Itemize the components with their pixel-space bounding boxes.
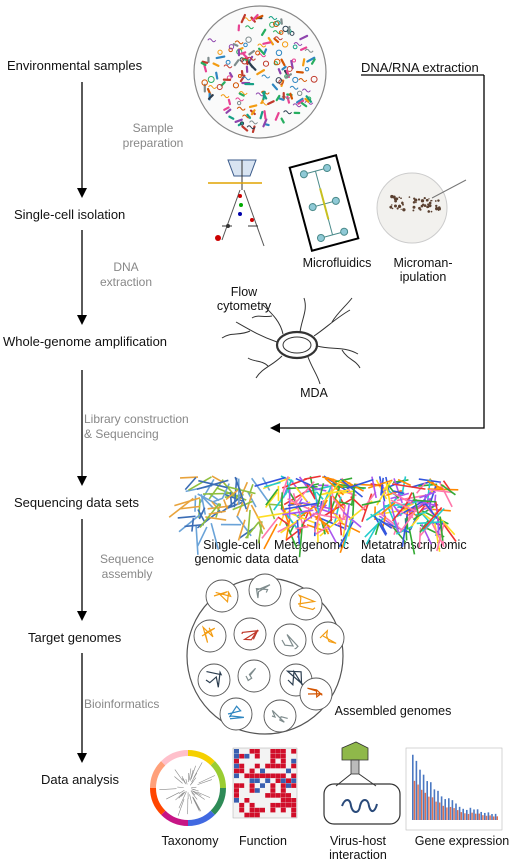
taxonomy-ring [150,750,226,826]
cell-dots [389,194,441,213]
label-line: data [274,552,299,566]
microbe-cluster [200,13,318,134]
stage-single-cell-isolation: Single-cell isolation [14,207,126,222]
label-gene-expression: Gene expression [410,834,514,848]
genome-cells [193,573,345,733]
function-heatmap [232,747,298,819]
step-line: preparation [122,136,184,150]
stage-whole-genome-amplification: Whole-genome amplification [3,334,168,349]
assembled-genomes-circle [186,573,345,735]
label-flow-cytometry: Flow cytometry [204,285,284,313]
step-line: DNA [113,260,139,274]
label-line: ipulation [399,270,447,284]
stage-sequencing-data-sets: Sequencing data sets [14,495,140,510]
step-sample-preparation: Sample preparation [108,121,198,151]
label-line: Virus-host [329,834,387,848]
label-metagenomic: Metagenomic data [268,538,366,566]
label-line: Microfluidics [302,256,372,270]
mda-illustration [221,297,361,385]
label-line: Metatranscriptomic [361,538,467,552]
label-line: Taxonomy [161,834,219,848]
step-library-construction: Library construction & Sequencing [84,412,210,442]
label-taxonomy: Taxonomy [150,834,230,848]
dna-rna-extraction-label: DNA/RNA extraction [361,60,479,75]
step-line: assembly [101,567,153,581]
step-line: & Sequencing [84,427,159,441]
label-line: cytometry [216,299,272,313]
label-line: data [361,552,386,566]
label-line: Metagenomic [274,538,350,552]
step-sequence-assembly: Sequence assembly [92,552,162,582]
label-metatranscriptomic: Metatranscriptomic data [361,538,481,566]
gene-expression-chart [405,747,503,831]
label-micromanipulation: Microman- ipulation [383,256,463,284]
step-dna-extraction: DNA extraction [96,260,156,290]
label-mda: MDA [300,386,328,400]
microfluidics-chip [288,154,360,252]
step-line: Sample [132,121,174,135]
label-assembled-genomes: Assembled genomes [334,704,452,718]
label-function: Function [228,834,298,848]
label-line: interaction [329,848,387,862]
metagenomic-network [254,475,384,558]
bypass-arrow [270,74,485,433]
virus-host-illustration [323,741,401,825]
step-line: Library construction [84,412,189,426]
metatranscriptomic-network [346,476,459,555]
step-line: extraction [99,275,153,289]
stage-environmental-samples: Environmental samples [7,58,143,73]
label-line: Gene expression [414,834,510,848]
step-line: Sequence [99,552,155,566]
label-microfluidics: Microfluidics [292,256,382,270]
step-bioinformatics: Bioinformatics [84,697,194,712]
label-line: Flow [230,285,258,299]
single-cell-network [168,475,282,555]
label-line: Function [239,834,287,848]
flow-cytometry-illustration [208,159,265,247]
environmental-sample-dish [193,5,327,139]
micromanipulation-dish [376,172,467,244]
step-line: Bioinformatics [84,697,160,711]
stage-target-genomes: Target genomes [28,630,122,645]
label-line: genomic data [194,552,270,566]
label-virus-host: Virus-host interaction [318,834,398,862]
label-line: Microman- [393,256,453,270]
stage-data-analysis: Data analysis [41,772,120,787]
